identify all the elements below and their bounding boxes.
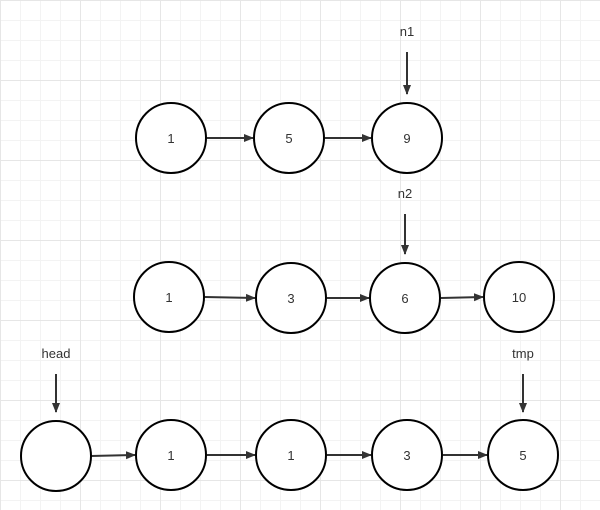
merged-link-1-2 <box>90 451 136 460</box>
list2: 1 3 6 10 <box>133 261 555 334</box>
merged-node-5: 5 <box>487 419 559 491</box>
pointer-n2: n2 <box>398 186 412 255</box>
pointer-label-n1: n1 <box>400 24 414 39</box>
merged-node-3: 1 <box>255 419 327 491</box>
merged-node-dummy-head <box>20 420 92 492</box>
node-value: 3 <box>403 448 410 463</box>
pointer-label-tmp: tmp <box>512 346 534 361</box>
list2-node-1: 1 <box>133 261 205 333</box>
list2-link-1-2 <box>204 293 256 302</box>
merged-node-2: 1 <box>135 419 207 491</box>
merged-list: 1 1 3 5 <box>20 419 559 492</box>
pointer-label-head: head <box>42 346 71 361</box>
node-value: 1 <box>287 448 294 463</box>
pointer-head: head <box>42 346 71 413</box>
node-value: 5 <box>519 448 526 463</box>
node-value: 1 <box>165 290 172 305</box>
node-value: 10 <box>512 290 526 305</box>
list1: 1 5 9 <box>135 102 443 174</box>
list1-node-1: 1 <box>135 102 207 174</box>
node-value: 6 <box>401 291 408 306</box>
node-value: 1 <box>167 448 174 463</box>
list1-node-3: 9 <box>371 102 443 174</box>
list2-link-3-4 <box>440 293 484 302</box>
pointer-n1: n1 <box>400 24 414 95</box>
node-value: 3 <box>287 291 294 306</box>
list2-node-4: 10 <box>483 261 555 333</box>
node-value: 9 <box>403 131 410 146</box>
list2-node-3: 6 <box>369 262 441 334</box>
list1-node-2: 5 <box>253 102 325 174</box>
node-value: 1 <box>167 131 174 146</box>
merged-node-4: 3 <box>371 419 443 491</box>
list2-node-2: 3 <box>255 262 327 334</box>
pointer-label-n2: n2 <box>398 186 412 201</box>
node-value: 5 <box>285 131 292 146</box>
pointer-tmp: tmp <box>512 346 534 413</box>
